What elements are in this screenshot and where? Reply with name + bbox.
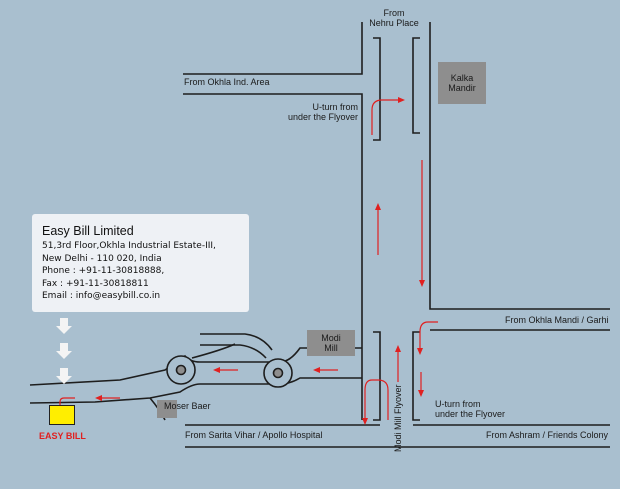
label-uturn-top: U-turn from under the Flyover <box>270 102 358 122</box>
poi-kalka-mandir: Kalka Mandir <box>438 62 486 104</box>
address-line-2: New Delhi - 110 020, India <box>42 253 162 264</box>
roundabouts <box>166 355 293 388</box>
direction-arrows <box>59 99 438 420</box>
poi-modi-mill: Modi Mill <box>307 330 355 356</box>
label-from-sarita-vihar: From Sarita Vihar / Apollo Hospital <box>185 430 323 440</box>
flyover-bottom-right <box>412 331 420 421</box>
label-from-ashram: From Ashram / Friends Colony <box>486 430 609 440</box>
label-uturn-bottom-line1: U-turn from <box>435 399 481 409</box>
poi-kalka-mandir-line1: Kalka <box>450 73 474 83</box>
fax-number: Fax : +91-11-30818811 <box>42 278 149 289</box>
white-arrow-2 <box>56 343 72 359</box>
arrow-uturn-bottom-right <box>419 321 438 350</box>
roundabout-east-island <box>272 367 284 379</box>
label-uturn-bottom-line2: under the Flyover <box>435 409 506 419</box>
arrow-uturn-top <box>371 99 400 135</box>
road-edge-left-inner-top <box>183 93 363 376</box>
company-name: Easy Bill Limited <box>42 224 134 238</box>
destination-marker <box>49 405 75 425</box>
road-edge-branch-2 <box>200 344 267 359</box>
road-edge-right-outer <box>429 22 610 310</box>
arrow-down-destination <box>59 397 75 414</box>
road-edge-left-outer <box>183 22 363 75</box>
roundabout-west-island <box>175 364 187 376</box>
label-nehru-place: Nehru Place <box>369 18 419 28</box>
label-uturn-top-line1: U-turn from <box>312 102 358 112</box>
flyover-top-right <box>412 37 420 134</box>
poi-moser-baer: Moser Baer <box>164 401 211 411</box>
arrow-heads <box>57 97 425 425</box>
poi-moser-baer-block <box>157 400 177 418</box>
road-edge-arterial-bottom <box>29 377 362 404</box>
arrow-uturn-bottom-left <box>364 379 389 420</box>
label-uturn-bottom: U-turn from under the Flyover <box>435 399 505 419</box>
flyover-top-left <box>373 37 381 141</box>
label-from-okhla-mandi: From Okhla Mandi / Garhi <box>505 315 609 325</box>
white-arrow-1 <box>56 318 72 334</box>
contact-card: Easy Bill Limited 51,3rd Floor,Okhla Ind… <box>32 214 249 312</box>
poi-modi-mill-line2: Mill <box>324 343 338 353</box>
label-uturn-top-line2: under the Flyover <box>287 112 358 122</box>
destination-label: EASY BILL <box>39 431 86 441</box>
label-from-okhla-ind-area: From Okhla Ind. Area <box>184 77 270 87</box>
poi-kalka-mandir-line2: Mandir <box>448 83 476 93</box>
white-arrows <box>56 318 72 384</box>
flyover-bottom-left <box>373 331 381 421</box>
label-modi-mill-flyover: Modi Mill Flyover <box>393 384 403 452</box>
email-address[interactable]: Email : info@easybill.co.in <box>42 291 161 301</box>
white-arrow-3 <box>56 368 72 384</box>
phone-number: Phone : +91-11-30818888, <box>42 266 165 276</box>
label-from: From <box>383 8 405 18</box>
road-edge-branch-3 <box>191 343 236 359</box>
road-edge-branch-1 <box>200 333 273 351</box>
poi-modi-mill-line1: Modi <box>321 333 341 343</box>
address-line-1: 51,3rd Floor,Okhla Industrial Estate-III… <box>42 241 216 251</box>
label-from-nehru-place: From Nehru Place <box>364 8 424 28</box>
